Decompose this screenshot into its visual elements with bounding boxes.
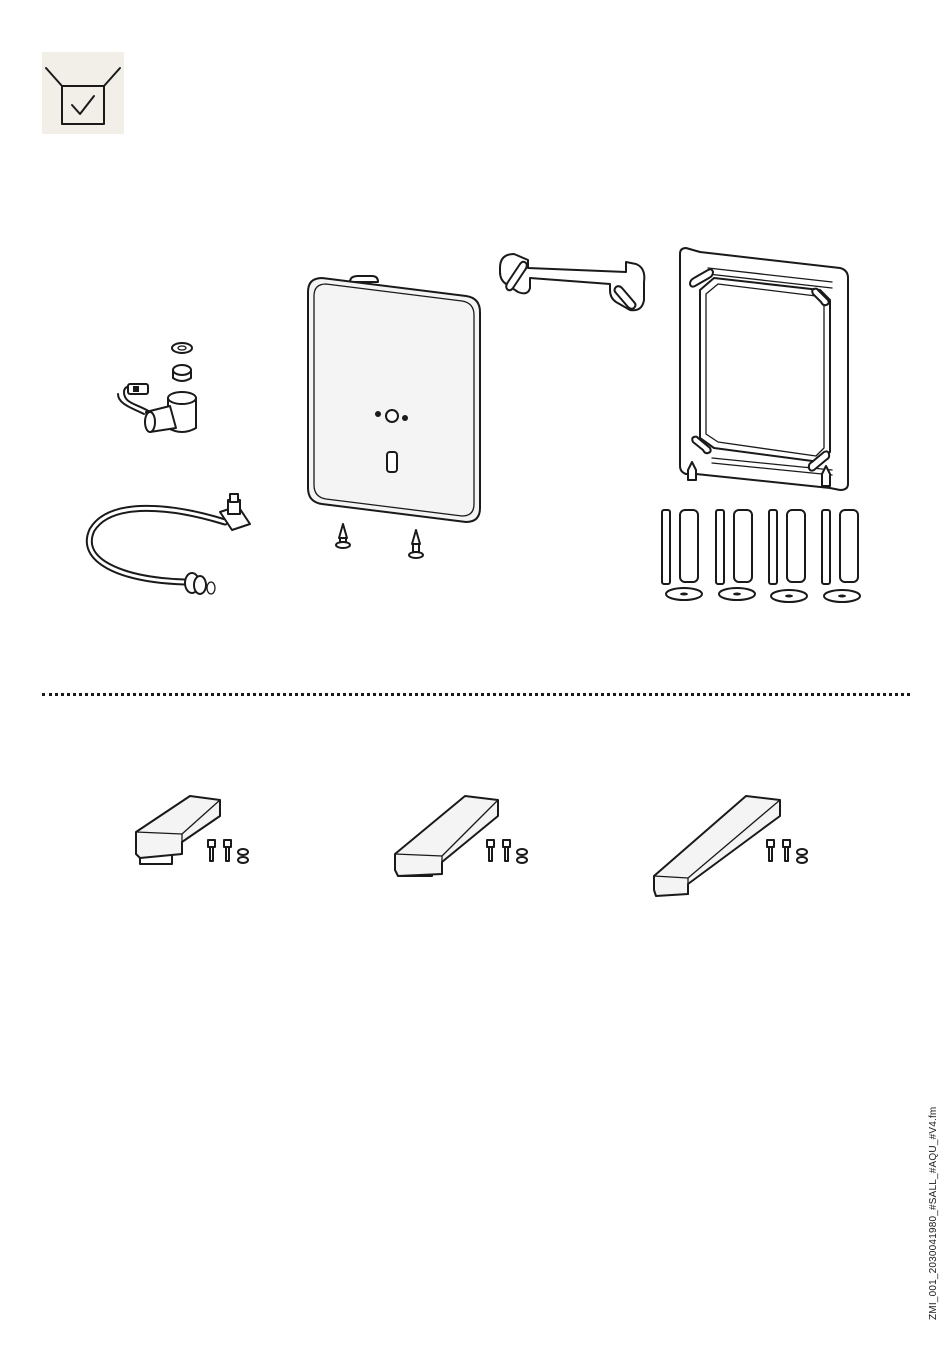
angle-valve-with-connector <box>118 343 196 432</box>
mounting-frame <box>680 248 848 490</box>
spout-long-with-screws <box>654 796 807 896</box>
threaded-rods-sleeves-washers <box>662 510 860 602</box>
mounting-bracket <box>500 254 644 310</box>
cover-plate <box>308 276 480 522</box>
parts-illustration-bottom <box>0 760 950 940</box>
parts-illustration-top <box>0 0 950 680</box>
fixing-screw <box>336 524 423 558</box>
connection-hose <box>89 494 250 594</box>
spout-medium-with-screws <box>395 796 527 876</box>
spout-short-with-screws <box>136 796 248 864</box>
section-divider <box>42 693 910 696</box>
file-reference: ZMI_001_2030041980_#SALL_#AQU_#V4.fm <box>928 1107 939 1320</box>
